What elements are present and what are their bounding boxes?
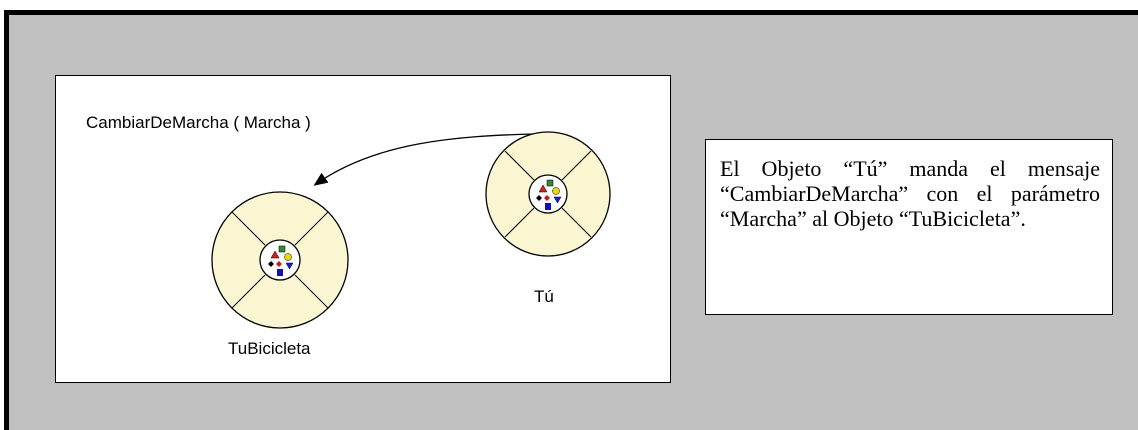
- receiver-object: [211, 191, 349, 329]
- message-diagram: CambiarDeMarcha ( Marcha ) TuBicicleta: [86, 113, 611, 358]
- explanation-note: El Objeto “Tú” manda el mensaje “Cambiar…: [705, 139, 1113, 315]
- sender-label: Tú: [534, 287, 554, 306]
- diagram-panel: CambiarDeMarcha ( Marcha ) TuBicicleta: [55, 75, 671, 383]
- explanation-text: El Objeto “Tú” manda el mensaje “Cambiar…: [720, 156, 1100, 231]
- sender-object: [485, 131, 611, 257]
- receiver-label: TuBicicleta: [228, 339, 311, 358]
- outer-frame: CambiarDeMarcha ( Marcha ) TuBicicleta: [4, 10, 1138, 430]
- message-arrow: [313, 133, 535, 186]
- message-label: CambiarDeMarcha ( Marcha ): [86, 113, 311, 132]
